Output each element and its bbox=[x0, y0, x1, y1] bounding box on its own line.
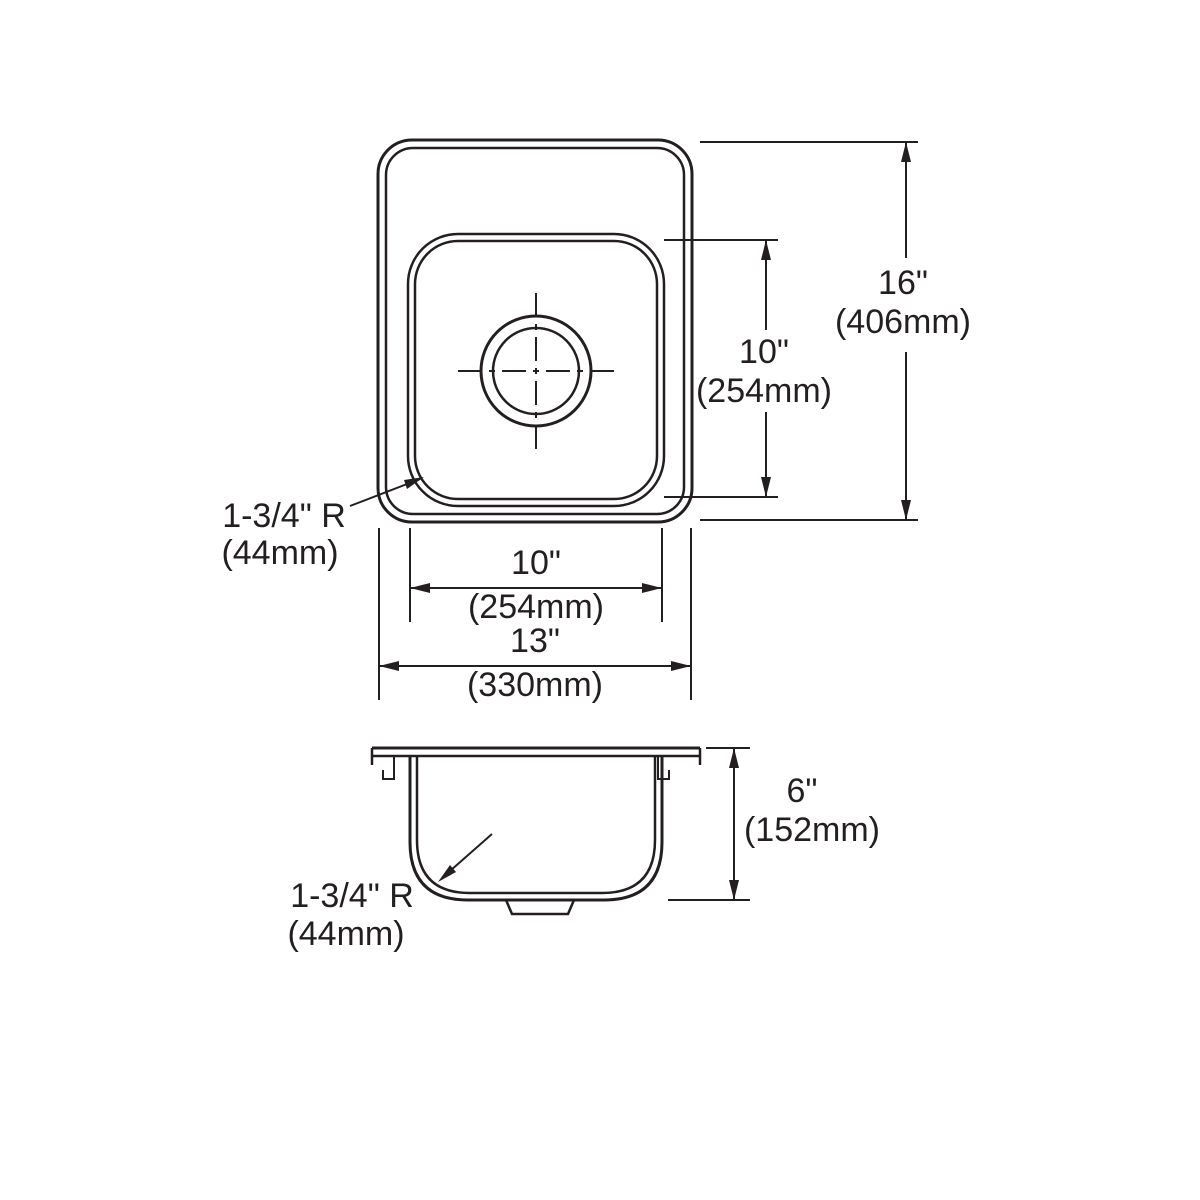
mounting-clip-left bbox=[382, 756, 395, 780]
drain-fitting bbox=[504, 899, 576, 916]
bowl-inner-edge bbox=[413, 239, 659, 501]
arrowhead-icon bbox=[438, 865, 456, 882]
dim-overall-width: 13" (330mm) bbox=[378, 528, 692, 704]
sink-outer-edge bbox=[376, 138, 694, 524]
side-view bbox=[370, 746, 702, 916]
depth-metric: (152mm) bbox=[744, 811, 880, 849]
bowl-length-metric: (254mm) bbox=[696, 372, 832, 410]
corner-radius-metric: (44mm) bbox=[221, 534, 338, 572]
dim-bowl-width: 10" (254mm) bbox=[409, 528, 663, 626]
dim-depth: 6" (152mm) bbox=[668, 747, 880, 901]
sink-rim-inner-edge bbox=[384, 146, 686, 516]
overall-height-metric: (406mm) bbox=[835, 303, 971, 341]
depth-imperial: 6" bbox=[787, 772, 818, 810]
bottom-radius-metric: (44mm) bbox=[287, 915, 404, 953]
dim-overall-height: 16" (406mm) bbox=[700, 141, 971, 521]
bowl-length-imperial: 10" bbox=[739, 333, 789, 371]
arrowhead-icon bbox=[404, 477, 424, 489]
arrow-down-icon bbox=[761, 477, 771, 497]
arrow-up-icon bbox=[901, 142, 911, 162]
corner-radius-imperial: 1-3/4" R bbox=[222, 497, 346, 535]
bowl-outer-edge bbox=[406, 232, 666, 508]
callout-bottom-radius: 1-3/4" R (44mm) bbox=[287, 833, 493, 953]
arrow-right-icon bbox=[642, 583, 662, 593]
bowl-inner-wall bbox=[415, 756, 657, 895]
dim-bowl-length: 10" (254mm) bbox=[664, 239, 832, 498]
bowl-width-metric: (254mm) bbox=[468, 588, 604, 626]
arrow-left-icon bbox=[410, 583, 430, 593]
overall-height-imperial: 16" bbox=[878, 264, 928, 302]
overall-width-imperial: 13" bbox=[510, 622, 560, 660]
arrow-right-icon bbox=[671, 661, 691, 671]
callout-corner-radius: 1-3/4" R (44mm) bbox=[221, 477, 424, 572]
arrow-down-icon bbox=[729, 880, 739, 900]
arrow-left-icon bbox=[379, 661, 399, 671]
arrow-down-icon bbox=[901, 500, 911, 520]
arrow-up-icon bbox=[761, 240, 771, 260]
overall-width-metric: (330mm) bbox=[467, 666, 603, 704]
bowl-width-imperial: 10" bbox=[511, 544, 561, 582]
bowl-outer-wall bbox=[408, 756, 664, 902]
bottom-radius-imperial: 1-3/4" R bbox=[290, 877, 414, 915]
top-view bbox=[376, 138, 694, 524]
arrow-up-icon bbox=[729, 748, 739, 768]
